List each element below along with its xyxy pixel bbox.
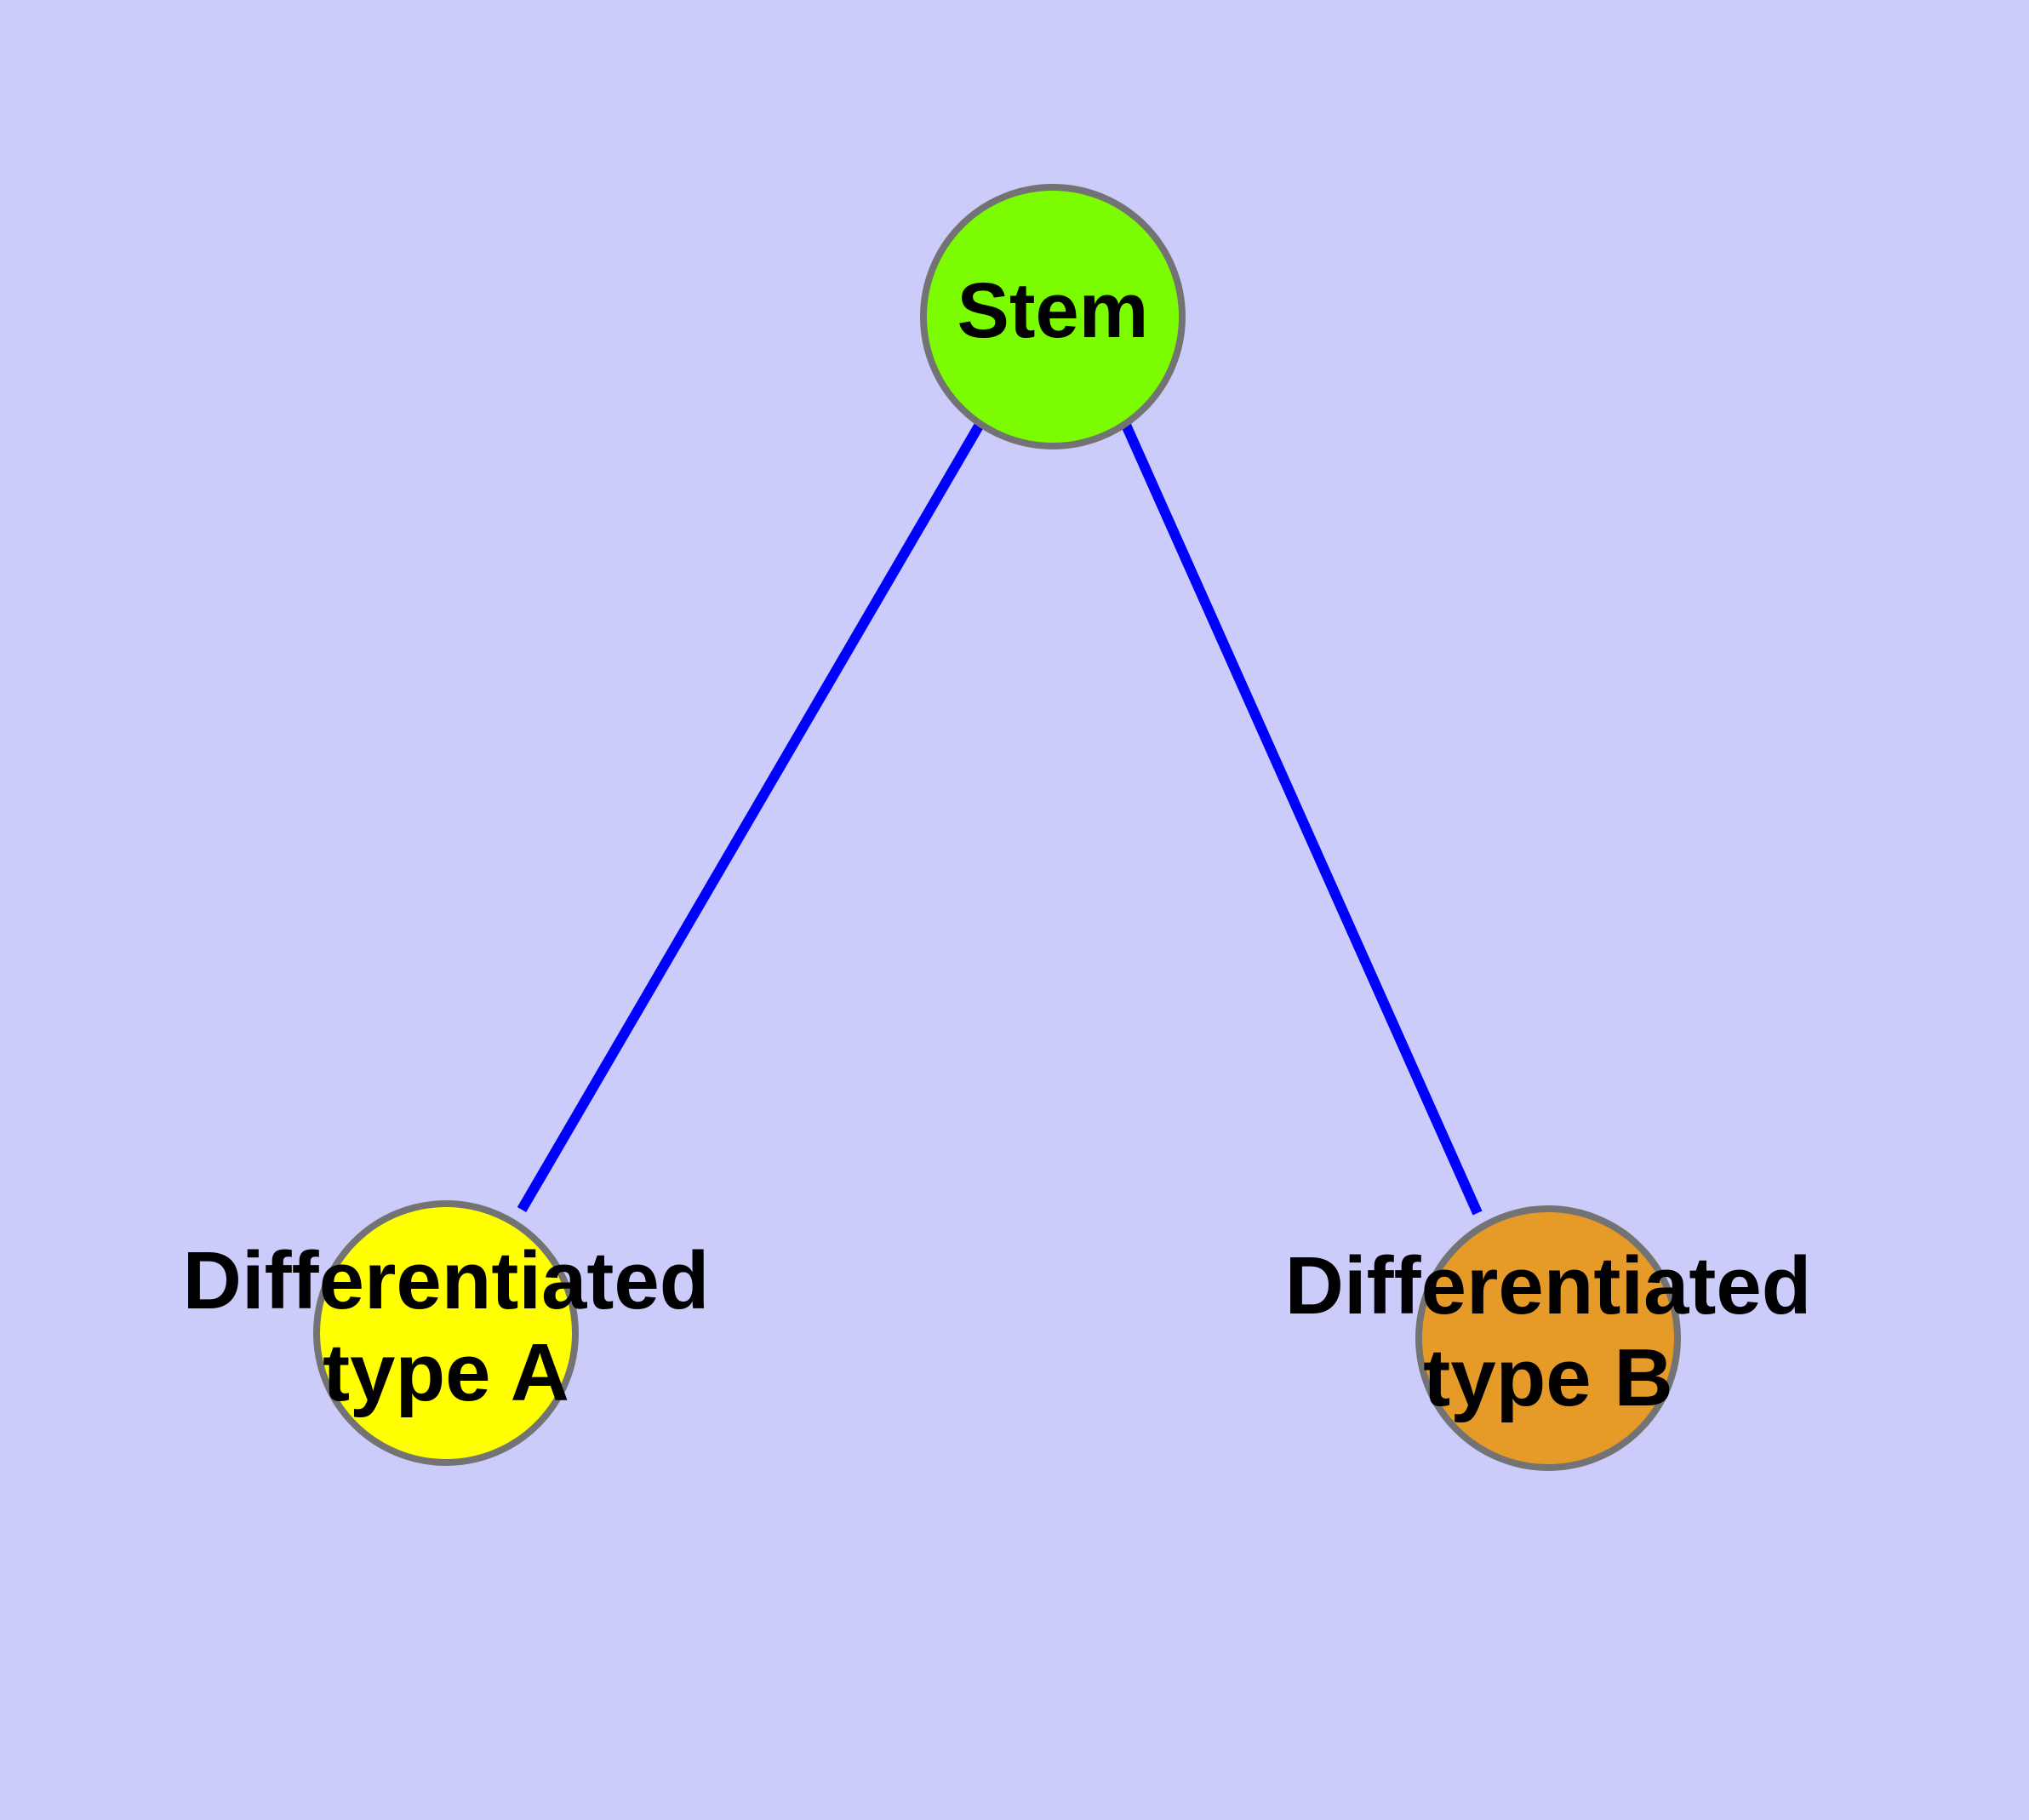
node-stem-label: Stem <box>957 267 1149 354</box>
node-differentiated-type-b-circle[interactable] <box>1415 1205 1681 1471</box>
edge-stem-to-differentiated-type-b[interactable] <box>1120 421 1483 1216</box>
node-stem-circle[interactable] <box>920 184 1186 449</box>
edge-layer <box>517 420 1483 1216</box>
edge-stem-to-differentiated-type-a[interactable] <box>517 420 986 1213</box>
node-differentiated-type-a-circle[interactable] <box>313 1200 579 1466</box>
node-stem[interactable]: Stem <box>920 184 1186 449</box>
